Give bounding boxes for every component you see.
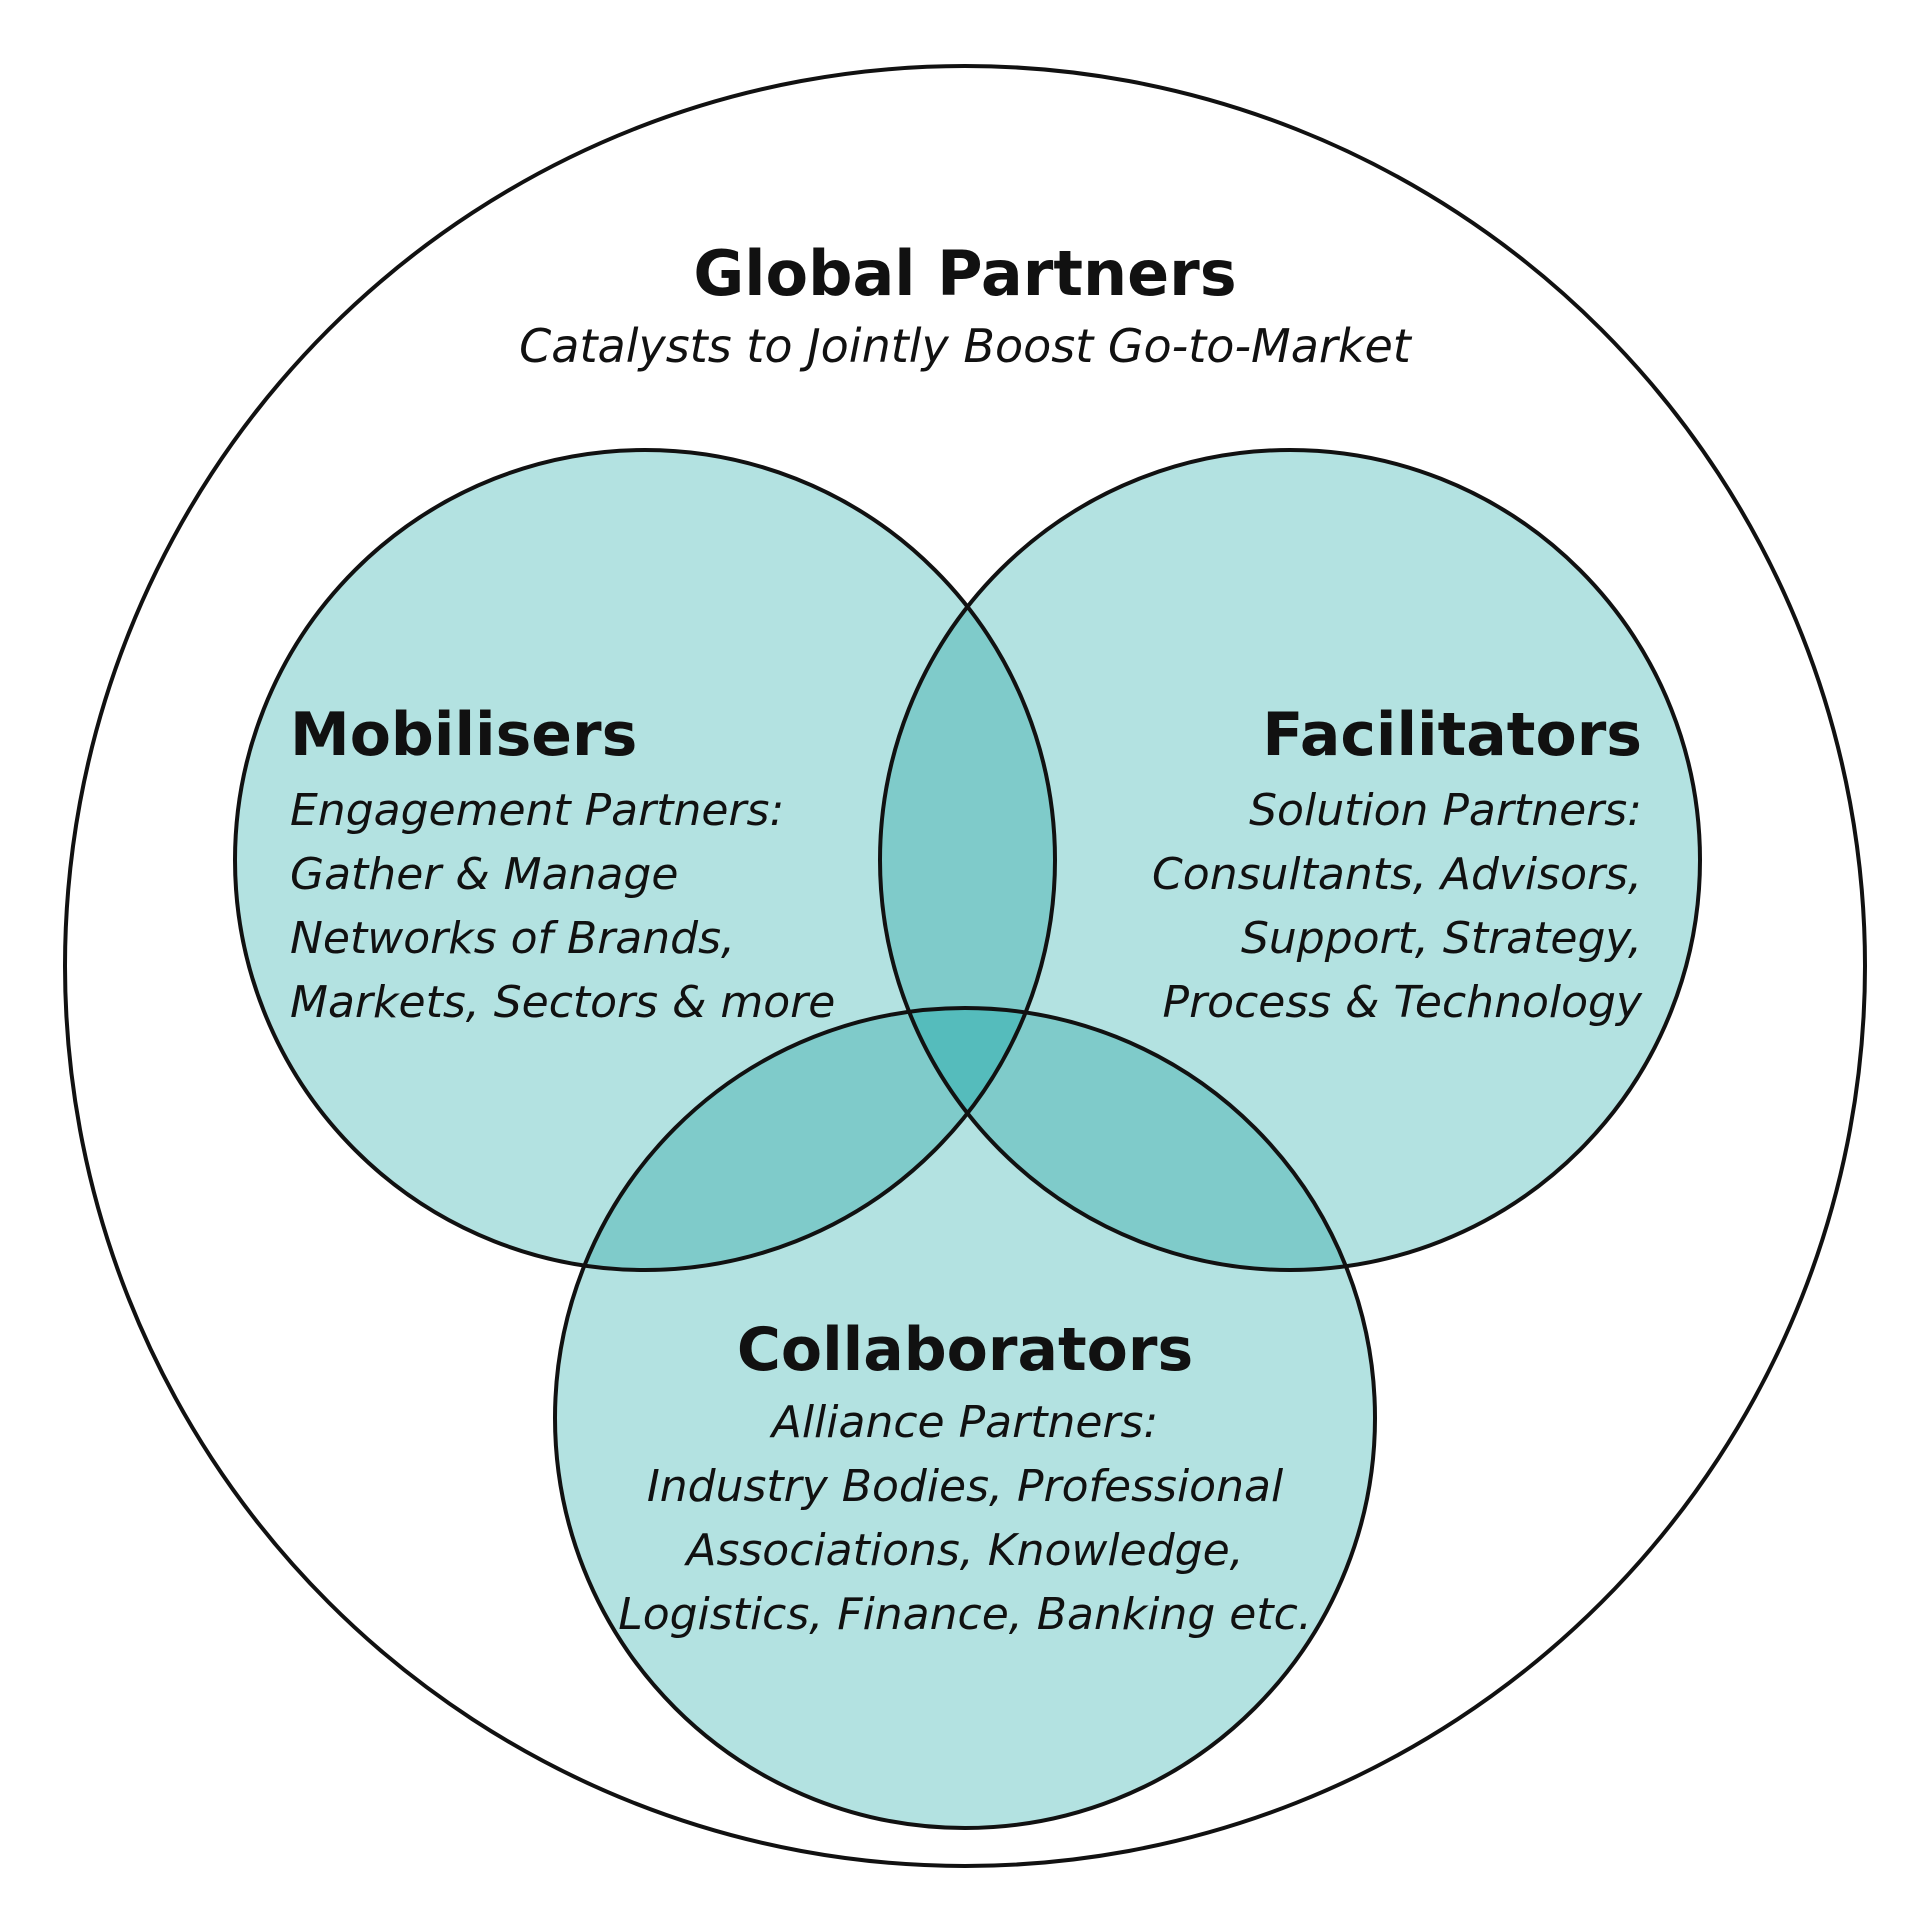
facilitators-line-4: Process & Technology (1163, 977, 1643, 1028)
facilitators-line-3: Support, Strategy, (1241, 913, 1642, 964)
facilitators-circle-outline (878, 448, 1702, 1272)
collaborators-title: Collaborators (737, 1315, 1193, 1385)
mobilisers-line-4: Markets, Sectors & more (290, 977, 835, 1028)
mobilisers-line-1: Engagement Partners: (290, 785, 784, 836)
collaborators-line-4: Logistics, Finance, Banking etc. (618, 1589, 1312, 1640)
mobilisers-line-3: Networks of Brands, (290, 913, 735, 964)
diagram-subtitle: Catalysts to Jointly Boost Go-to-Market (519, 319, 1413, 373)
collaborators-line-3: Associations, Knowledge, (683, 1525, 1243, 1576)
collaborators-line-2: Industry Bodies, Professional (647, 1461, 1284, 1512)
facilitators-title: Facilitators (1262, 700, 1642, 770)
mobilisers-line-2: Gather & Manage (290, 849, 678, 900)
facilitators-line-1: Solution Partners: (1249, 785, 1642, 836)
mobilisers-circle-outline (233, 448, 1057, 1272)
diagram-title: Global Partners (693, 237, 1236, 310)
mobilisers-title: Mobilisers (290, 700, 637, 770)
collaborators-line-1: Alliance Partners: (769, 1397, 1159, 1448)
overlap-mobilisers-collaborators (555, 1008, 1055, 1270)
collaborators-circle-outline (553, 1006, 1377, 1830)
overlap-facilitators-collaborators (880, 1008, 1375, 1270)
facilitators-line-2: Consultants, Advisors, (1152, 849, 1642, 900)
